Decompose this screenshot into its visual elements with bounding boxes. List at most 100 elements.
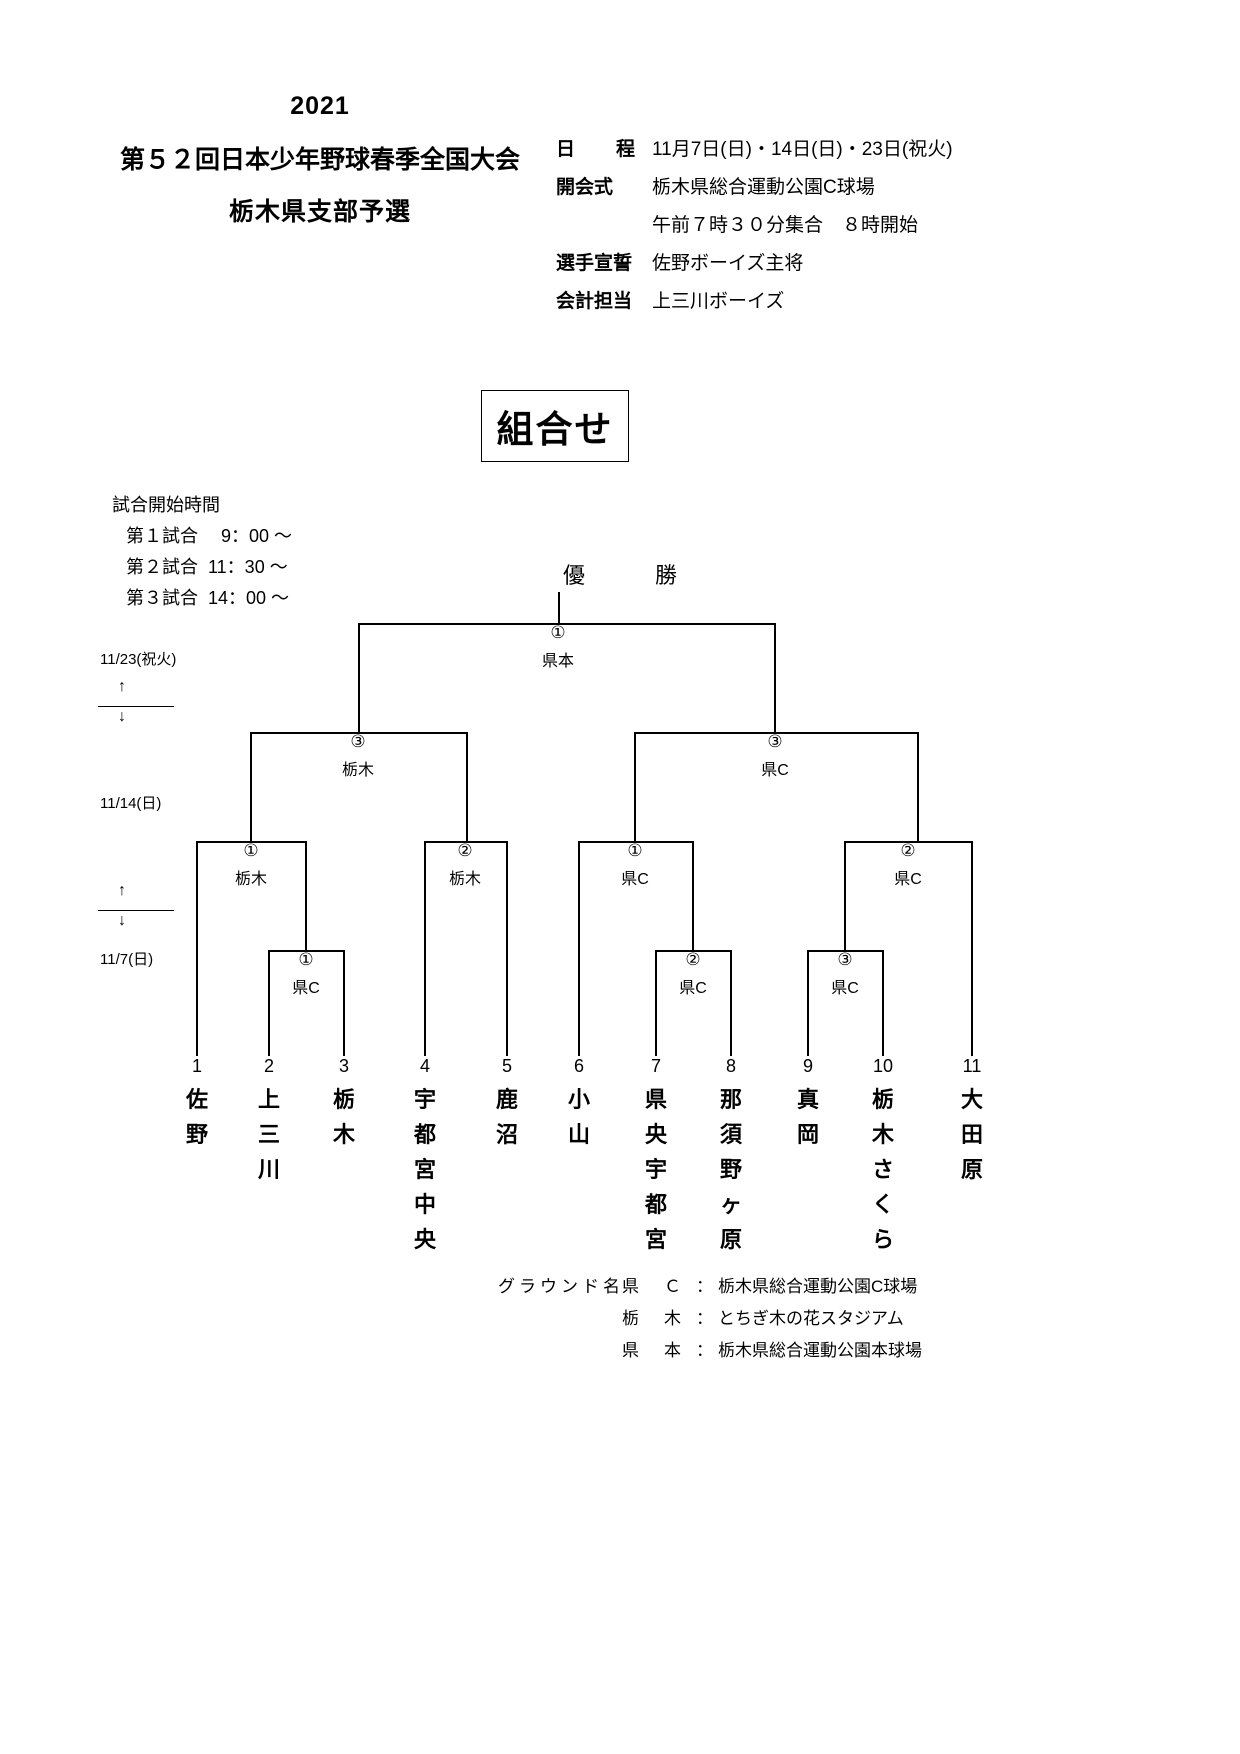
bracket-heading-box: 組合せ bbox=[481, 390, 629, 462]
bracket-node-final-circle: ① bbox=[550, 623, 566, 642]
bracket-node-final-venue: 県本 bbox=[541, 653, 574, 670]
bracket-node-quarterfinal-4-circle: ② bbox=[900, 841, 916, 860]
team-name-9: 真 岡 bbox=[796, 1087, 819, 1147]
bracket-node-firstround-1-venue: 県C bbox=[292, 980, 320, 997]
team-name-10: 栃 木 さ く ら bbox=[871, 1087, 894, 1252]
seed-number-2: 2 bbox=[263, 1056, 274, 1076]
bracket-node-quarterfinal-1: ① 栃木 bbox=[191, 842, 311, 889]
bracket-line-final-left-drop bbox=[358, 623, 360, 733]
seed-number-10: 10 bbox=[872, 1056, 894, 1076]
champion-label: 優 勝 bbox=[562, 563, 701, 588]
game-start-times: 試合開始時間 第１試合 9：00 ～ 第２試合 11：30 ～ 第３試合 14：… bbox=[112, 490, 292, 614]
page-title-line2: 栃木県支部予選 bbox=[228, 198, 411, 226]
bracket-node-quarterfinal-3-venue: 県C bbox=[621, 871, 649, 888]
info-label-accounting: 会計担当 bbox=[556, 291, 633, 312]
bracket-line-r1m1-horizontal bbox=[268, 950, 344, 952]
date-label-round1: 11/7(日) bbox=[100, 951, 154, 968]
bracket-line-qf1-horizontal bbox=[196, 841, 306, 843]
legend-key-3: 県 本 bbox=[622, 1341, 685, 1360]
team-name-1: 佐 野 bbox=[185, 1087, 208, 1147]
bracket-heading-text: 組合せ bbox=[496, 409, 614, 450]
bracket-line-qf3-left-drop bbox=[578, 841, 580, 1056]
bracket-line-semiright-horizontal bbox=[634, 732, 918, 734]
bracket-line-qf1-left-drop bbox=[196, 841, 198, 1056]
bracket-node-firstround-1-circle: ① bbox=[298, 950, 314, 969]
event-info-block: 日 程 11月7日(日)・14日(日)・23日(祝火) 開会式 栃木県総合運動公… bbox=[556, 134, 953, 324]
bracket-line-qf1-right-drop bbox=[305, 841, 307, 951]
date-label-round2: 11/14(日) bbox=[100, 795, 162, 812]
bracket-line-semileft-right-drop bbox=[466, 732, 468, 842]
page-year: 2021 bbox=[290, 92, 350, 120]
legend-title-spacer bbox=[498, 1304, 622, 1329]
team-name-3: 栃 木 bbox=[332, 1087, 355, 1147]
seed-number-7: 7 bbox=[650, 1056, 661, 1076]
info-label-opening: 開会式 bbox=[556, 177, 614, 198]
bracket-line-qf3-horizontal bbox=[578, 841, 693, 843]
bracket-node-quarterfinal-3-circle: ① bbox=[627, 841, 643, 860]
bracket-line-qf2-left-drop bbox=[424, 841, 426, 1056]
legend-colon-1: ： bbox=[696, 1277, 713, 1296]
bracket-node-firstround-3-venue: 県C bbox=[831, 980, 859, 997]
seed-number-3: 3 bbox=[338, 1056, 349, 1076]
legend-row-3: 県 本 ： 栃木県総合運動公園本球場 bbox=[498, 1336, 922, 1361]
bracket-line-qf4-horizontal bbox=[844, 841, 972, 843]
info-value-oath: 佐野ボーイズ主将 bbox=[652, 253, 804, 274]
team-name-6: 小 山 bbox=[567, 1087, 590, 1147]
bracket-node-firstround-2-venue: 県C bbox=[679, 980, 707, 997]
bracket-line-final-right-drop bbox=[774, 623, 776, 733]
date-label-round3: 11/23(祝火) bbox=[100, 651, 177, 668]
bracket-line-r1m3-left-drop bbox=[807, 950, 809, 1056]
info-value-opening-time: 午前７時３０分集合 ８時開始 bbox=[652, 215, 919, 236]
game-time-3: 第３試合 14：00 ～ bbox=[126, 588, 290, 608]
bracket-node-quarterfinal-2-circle: ② bbox=[457, 841, 473, 860]
bracket-line-r1m1-left-drop bbox=[268, 950, 270, 1056]
page-title-line1: 第５２回日本少年野球春季全国大会 bbox=[119, 146, 520, 174]
seed-number-1: 1 bbox=[191, 1056, 202, 1076]
bracket-node-quarterfinal-2: ② 栃木 bbox=[405, 842, 525, 889]
legend-title: グラウンド名 bbox=[498, 1277, 624, 1296]
legend-value-2: とちぎ木の花スタジアム bbox=[718, 1309, 904, 1328]
bracket-line-final-horizontal bbox=[358, 623, 776, 625]
legend-colon-3: ： bbox=[696, 1341, 713, 1360]
arrow-down-round1: ↓ bbox=[118, 912, 126, 929]
arrow-up-round1: ↑ bbox=[118, 882, 126, 899]
team-name-4: 宇 都 宮 中 央 bbox=[413, 1087, 436, 1252]
bracket-node-firstround-1: ① 県C bbox=[246, 951, 366, 998]
game-time-1: 第１試合 9：00 ～ bbox=[126, 526, 293, 546]
bracket-line-champion-stem bbox=[558, 592, 560, 624]
info-value-accounting: 上三川ボーイズ bbox=[652, 291, 785, 312]
bracket-line-qf2-horizontal bbox=[424, 841, 507, 843]
bracket-node-quarterfinal-3: ① 県C bbox=[575, 842, 695, 889]
date-divider-rule-bottom bbox=[98, 910, 174, 911]
info-label-date: 日 程 bbox=[556, 139, 647, 160]
info-label-oath: 選手宣誓 bbox=[556, 253, 633, 274]
info-value-date: 11月7日(日)・14日(日)・23日(祝火) bbox=[652, 139, 953, 160]
legend-value-1: 栃木県総合運動公園C球場 bbox=[718, 1277, 918, 1296]
bracket-line-qf3-right-drop bbox=[692, 841, 694, 951]
bracket-node-final: ① 県本 bbox=[498, 624, 618, 671]
ground-name-legend: グラウンド名 県 Ｃ ： 栃木県総合運動公園C球場 栃 木 ： とちぎ木の花スタ… bbox=[498, 1272, 922, 1368]
arrow-up-round3: ↑ bbox=[118, 678, 126, 695]
bracket-node-quarterfinal-4: ② 県C bbox=[848, 842, 968, 889]
team-name-5: 鹿 沼 bbox=[495, 1087, 518, 1147]
bracket-line-qf4-right-drop bbox=[971, 841, 973, 1056]
seed-number-6: 6 bbox=[573, 1056, 584, 1076]
bracket-node-firstround-3: ③ 県C bbox=[785, 951, 905, 998]
bracket-node-semifinal-left-venue: 栃木 bbox=[341, 762, 374, 779]
legend-row-2: 栃 木 ： とちぎ木の花スタジアム bbox=[498, 1304, 922, 1329]
bracket-node-semifinal-right: ③ 県C bbox=[715, 733, 835, 780]
seed-number-11: 11 bbox=[962, 1056, 982, 1076]
bracket-line-semiright-left-drop bbox=[634, 732, 636, 842]
legend-value-3: 栃木県総合運動公園本球場 bbox=[718, 1341, 922, 1360]
seed-number-5: 5 bbox=[501, 1056, 512, 1076]
bracket-node-firstround-2-circle: ② bbox=[685, 950, 701, 969]
bracket-node-semifinal-right-venue: 県C bbox=[761, 762, 789, 779]
legend-key-2: 栃 木 bbox=[622, 1309, 685, 1328]
legend-row-1: グラウンド名 県 Ｃ ： 栃木県総合運動公園C球場 bbox=[498, 1272, 922, 1297]
bracket-node-semifinal-left: ③ 栃木 bbox=[298, 733, 418, 780]
info-row-oath: 選手宣誓 佐野ボーイズ主将 bbox=[556, 248, 953, 278]
bracket-node-semifinal-left-circle: ③ bbox=[350, 732, 366, 751]
bracket-node-firstround-2: ② 県C bbox=[633, 951, 753, 998]
arrow-down-round3: ↓ bbox=[118, 708, 126, 725]
